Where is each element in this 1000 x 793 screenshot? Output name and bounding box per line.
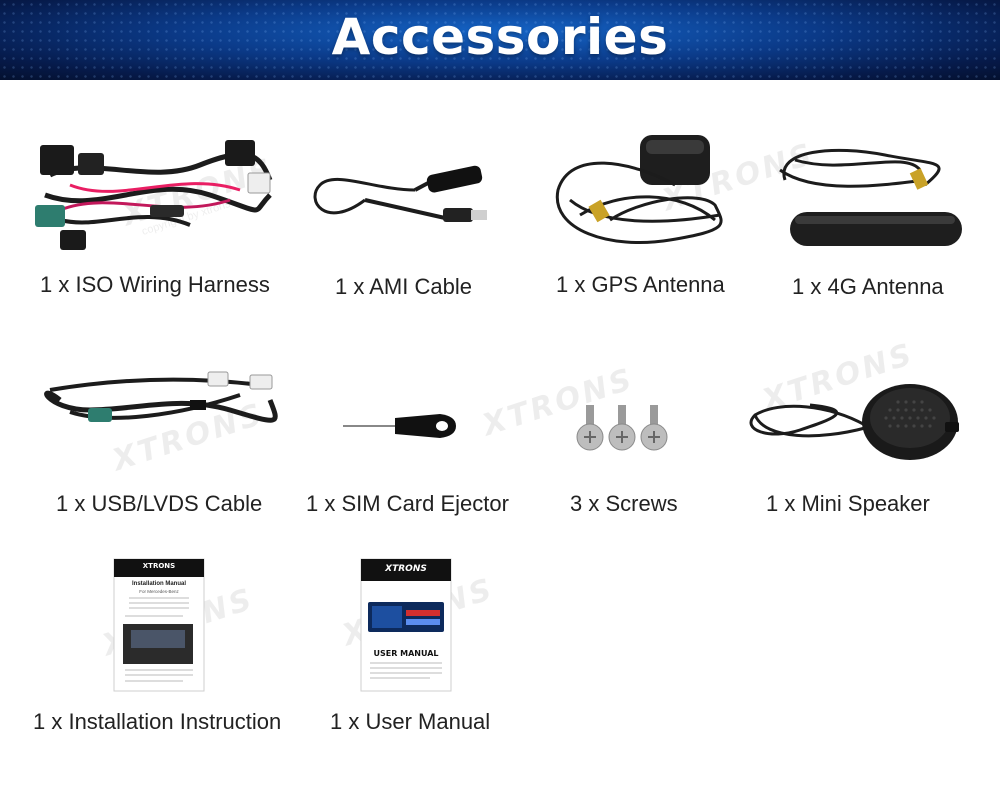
page-title: Accessories	[331, 8, 669, 66]
item-caption: 1 x USB/LVDS Cable	[56, 491, 263, 516]
user-manual-image: XTRONS USER MANUAL	[360, 558, 452, 692]
item-caption: 1 x 4G Antenna	[792, 274, 944, 299]
item-caption: 1 x User Manual	[330, 709, 491, 734]
item-caption: 3 x Screws	[570, 491, 678, 516]
ami-cable-image	[305, 150, 495, 240]
manual-heading: USER MANUAL	[373, 649, 439, 658]
manual-heading: Installation Manual	[131, 581, 186, 587]
banner-pattern	[0, 0, 1000, 80]
item-caption: 1 x Installation Instruction	[33, 709, 282, 734]
usb-lvds-cable-image	[30, 370, 280, 430]
item-caption: 1 x AMI Cable	[335, 274, 472, 299]
manual-model-line: For Mercedes-Benz	[139, 589, 179, 594]
4g-antenna-image	[775, 140, 965, 250]
brand-logo: XTRONS	[142, 562, 176, 570]
item-caption: 1 x SIM Card Ejector	[306, 491, 509, 516]
item-caption: 1 x GPS Antenna	[556, 272, 725, 297]
brand-logo: XTRONS	[385, 564, 427, 574]
installation-manual-image: XTRONS Installation Manual For Mercedes-…	[113, 558, 205, 692]
sim-card-ejector-image	[340, 410, 460, 442]
iso-wiring-harness-image	[30, 135, 280, 255]
item-caption: 1 x ISO Wiring Harness	[40, 272, 270, 297]
item-caption: 1 x Mini Speaker	[766, 491, 930, 516]
gps-antenna-image	[550, 130, 730, 260]
header-banner: Accessories	[0, 0, 1000, 80]
mini-speaker-image	[740, 380, 960, 465]
screws-image	[570, 400, 680, 455]
